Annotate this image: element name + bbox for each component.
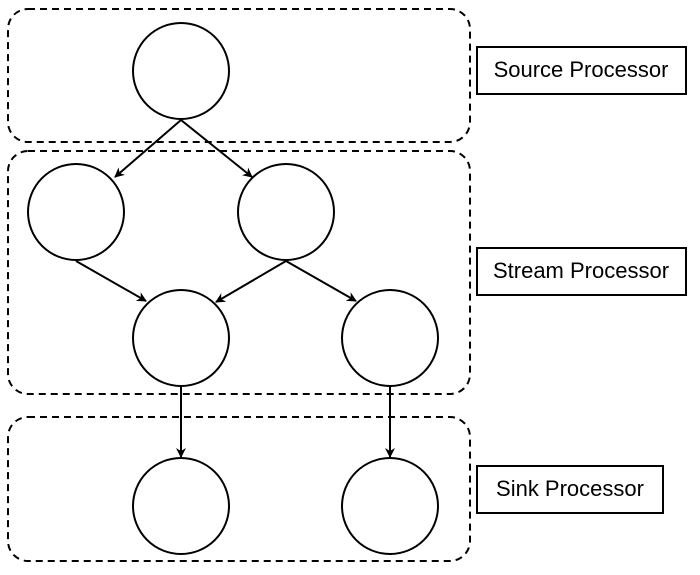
edge-stream-right-to-stream-mid — [215, 260, 287, 303]
stream-processor-label-box — [476, 247, 687, 296]
sink-processor-group — [7, 416, 471, 562]
source-processor-group — [7, 8, 471, 143]
source-processor-label-box — [476, 46, 687, 95]
stream-node-middle — [132, 289, 230, 387]
sink-node-right — [341, 457, 439, 555]
stream-node-left — [27, 163, 125, 261]
stream-processor-label: Stream Processor — [476, 247, 687, 296]
stream-processor-label-text: Stream Processor — [493, 258, 669, 283]
source-processor-label-text: Source Processor — [494, 57, 669, 82]
edge-stream-left-to-stream-mid — [75, 260, 147, 302]
stream-processor-group — [7, 150, 471, 395]
stream-node-right — [237, 163, 335, 261]
source-node — [132, 22, 230, 120]
edge-source-to-stream-left — [114, 119, 182, 178]
sink-processor-label-text: Sink Processor — [496, 476, 644, 501]
edge-stream-right-to-stream-far — [285, 260, 357, 302]
sink-processor-label-box — [476, 465, 664, 514]
source-processor-label: Source Processor — [476, 46, 687, 95]
edge-source-to-stream-right — [180, 119, 253, 178]
sink-node-left — [132, 457, 230, 555]
sink-processor-label: Sink Processor — [476, 465, 664, 514]
stream-node-far-right — [341, 289, 439, 387]
